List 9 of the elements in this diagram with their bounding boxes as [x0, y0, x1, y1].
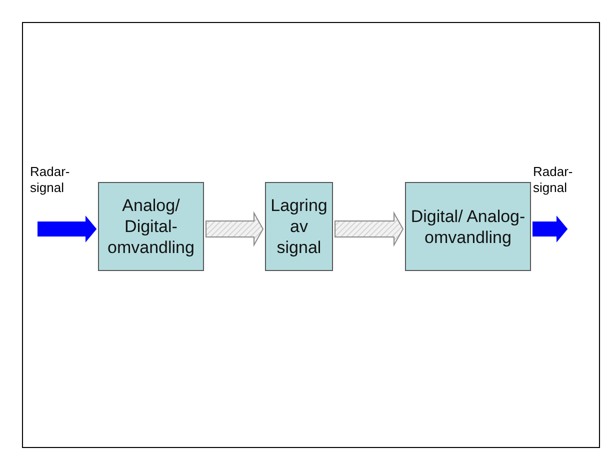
process-box: Analog/ Digital- omvandling [98, 182, 204, 271]
block-arrow [532, 216, 568, 242]
block-arrow [206, 211, 264, 247]
block-arrow [38, 216, 97, 242]
edge-label: Radar- signal [533, 164, 573, 196]
process-box: Lagring av signal [265, 182, 333, 271]
edge-label: Radar- signal [30, 164, 70, 196]
process-box: Digital/ Analog- omvandling [405, 182, 531, 271]
block-arrow [334, 211, 404, 247]
